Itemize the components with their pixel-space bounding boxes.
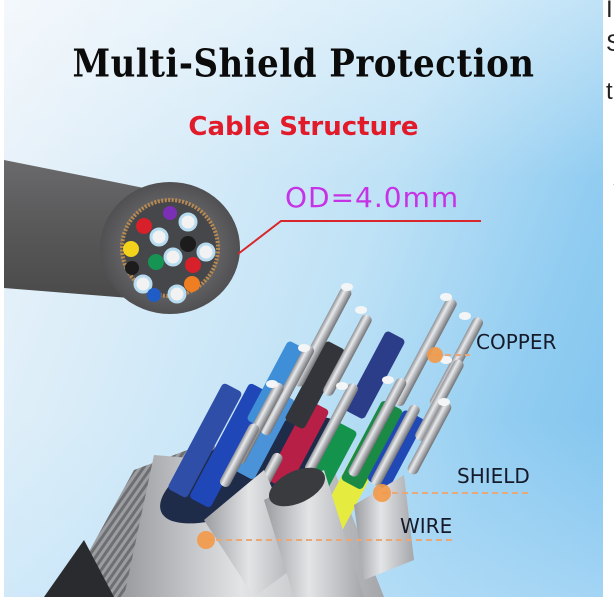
clipped-text-glyph: I <box>606 0 613 23</box>
callout-wire <box>197 531 452 549</box>
exploded-cable-bundle <box>44 283 484 597</box>
cross-section-conductors <box>123 206 216 304</box>
shield-callout-label: SHIELD <box>457 464 530 488</box>
headline-subtitle: Cable Structure <box>188 112 419 142</box>
outer-diameter-label: OD=4.0mm <box>285 181 460 214</box>
headline-title: Multi-Shield Protection <box>72 41 535 87</box>
od-leader-line <box>237 220 481 255</box>
clipped-text-glyph: S <box>606 30 614 58</box>
cable-illustration <box>4 160 528 597</box>
product-image-panel: Multi-Shield Protection Cable Structure … <box>4 0 603 597</box>
adjacent-text-panel: I S t <box>603 0 614 606</box>
callout-copper <box>427 347 470 363</box>
clipped-text-glyph: t <box>606 78 613 105</box>
callout-shield <box>373 484 528 502</box>
wire-callout-label: WIRE <box>400 514 453 538</box>
copper-callout-label: COPPER <box>476 330 557 354</box>
